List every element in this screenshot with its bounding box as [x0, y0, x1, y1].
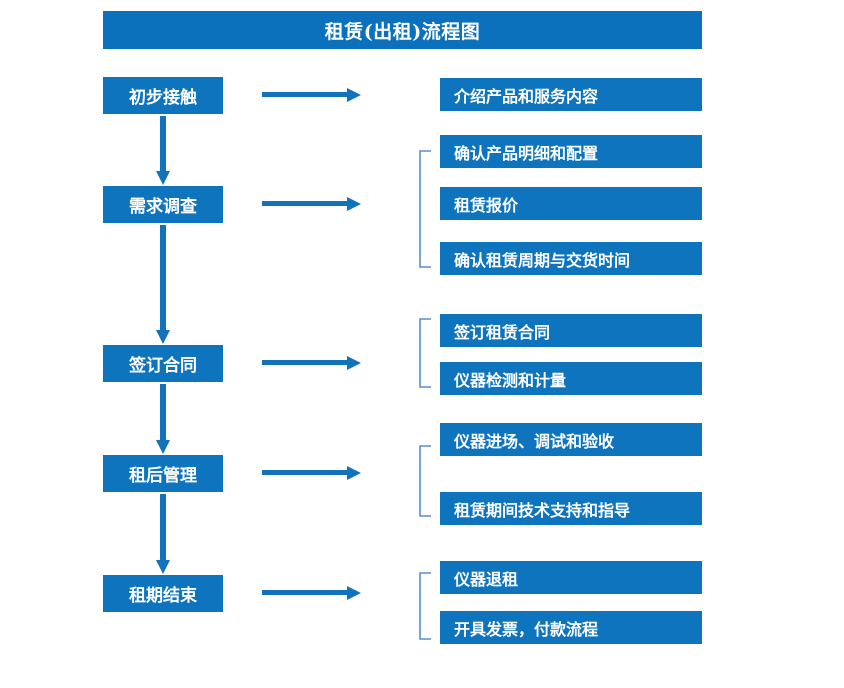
down-arrow-1-to-2: [155, 116, 171, 186]
stage-box-1[interactable]: 初步接触: [103, 77, 223, 114]
detail-box-5[interactable]: 签订租赁合同: [440, 314, 702, 347]
stage-box-2[interactable]: 需求调查: [103, 186, 223, 223]
detail-label-2: 确认产品明细和配置: [454, 143, 599, 163]
detail-label-9: 仪器退租: [454, 569, 519, 589]
right-arrow-stage-2: [262, 196, 362, 212]
stage-label-5: 租期结束: [129, 586, 197, 606]
right-arrow-stage-1: [262, 87, 362, 103]
detail-box-4[interactable]: 确认租赁周期与交货时间: [440, 242, 702, 275]
stage-box-3[interactable]: 签订合同: [103, 345, 223, 382]
detail-label-5: 签订租赁合同: [454, 322, 551, 342]
stage-label-1: 初步接触: [129, 88, 197, 108]
diagram-title: 租赁(出租)流程图: [324, 20, 481, 43]
detail-box-2[interactable]: 确认产品明细和配置: [440, 135, 702, 168]
detail-box-9[interactable]: 仪器退租: [440, 561, 702, 594]
detail-label-8: 租赁期间技术支持和指导: [454, 500, 631, 520]
detail-label-7: 仪器进场、调试和验收: [454, 431, 615, 451]
detail-label-6: 仪器检测和计量: [454, 370, 567, 390]
stage-label-3: 签订合同: [129, 356, 197, 376]
detail-box-10[interactable]: 开具发票，付款流程: [440, 611, 702, 644]
right-arrow-stage-3: [262, 355, 362, 371]
diagram-title-bar: 租赁(出租)流程图: [103, 11, 702, 49]
detail-label-4: 确认租赁周期与交货时间: [454, 250, 631, 270]
detail-box-6[interactable]: 仪器检测和计量: [440, 362, 702, 395]
stage-label-4: 租后管理: [129, 466, 197, 486]
detail-box-3[interactable]: 租赁报价: [440, 187, 702, 220]
down-arrow-3-to-4: [155, 384, 171, 455]
down-arrow-4-to-5: [155, 494, 171, 575]
stage-box-5[interactable]: 租期结束: [103, 575, 223, 612]
detail-label-10: 开具发票，付款流程: [454, 619, 599, 639]
stage-box-4[interactable]: 租后管理: [103, 455, 223, 492]
detail-box-7[interactable]: 仪器进场、调试和验收: [440, 423, 702, 456]
detail-label-1: 介绍产品和服务内容: [454, 86, 599, 106]
detail-box-1[interactable]: 介绍产品和服务内容: [440, 78, 702, 111]
detail-box-8[interactable]: 租赁期间技术支持和指导: [440, 492, 702, 525]
detail-label-3: 租赁报价: [454, 195, 519, 215]
stage-label-2: 需求调查: [129, 197, 197, 217]
right-arrow-stage-5: [262, 585, 362, 601]
group-bracket-5: [418, 572, 432, 640]
right-arrow-stage-4: [262, 465, 362, 481]
group-bracket-4: [418, 445, 432, 517]
down-arrow-2-to-3: [155, 225, 171, 345]
group-bracket-3: [418, 318, 432, 388]
group-bracket-2: [418, 150, 432, 268]
